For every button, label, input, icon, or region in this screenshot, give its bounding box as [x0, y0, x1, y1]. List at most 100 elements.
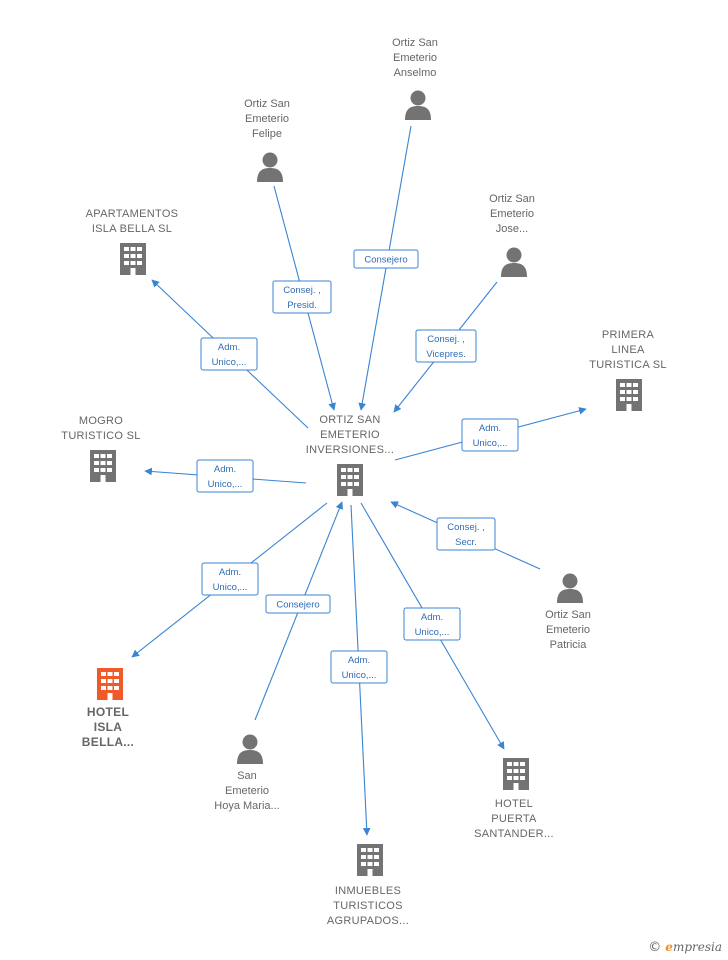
- edge-label-box[interactable]: [353, 249, 419, 269]
- edge-center-primera: Adm.Unico,...: [394, 407, 587, 461]
- node-label-line[interactable]: Ortiz San: [545, 609, 591, 621]
- node-label-line[interactable]: Felipe: [252, 128, 282, 140]
- node-label-line[interactable]: PUERTA: [491, 813, 537, 825]
- node-label-line[interactable]: PRIMERA: [602, 329, 655, 341]
- edge-label-box[interactable]: [272, 280, 332, 314]
- edge-label-text: Consej. ,: [283, 285, 321, 296]
- node-jose[interactable]: Ortiz SanEmeterioJose...: [489, 193, 535, 277]
- building-icon[interactable]: [357, 844, 383, 876]
- building-icon[interactable]: [503, 758, 529, 790]
- node-label-line[interactable]: ORTIZ SAN: [319, 414, 380, 426]
- edge-jose-center: Consej. ,Vicepres.: [393, 281, 498, 413]
- edge-label-text: Unico,...: [213, 582, 248, 593]
- building-icon[interactable]: [97, 668, 123, 700]
- node-label-line[interactable]: Anselmo: [394, 67, 437, 79]
- edge-center-hotelisla: Adm. Unico,...: [131, 502, 328, 658]
- node-hotelpuerta[interactable]: HOTEL PUERTA SANTANDER...: [474, 758, 554, 840]
- node-label-line[interactable]: HOTEL: [495, 798, 533, 810]
- node-label-line[interactable]: Hoya Maria...: [214, 800, 279, 812]
- edge-label-text: Adm.: [214, 464, 236, 475]
- node-label-line[interactable]: Emeterio: [225, 785, 269, 797]
- edge-label-text: Secr.: [455, 537, 477, 548]
- edge-label-box[interactable]: [415, 329, 477, 363]
- brand-first-letter: e: [665, 940, 673, 954]
- edge-label-text: Consejero: [364, 255, 407, 266]
- edge-label-text: Unico,...: [415, 627, 450, 638]
- node-label-line[interactable]: Jose...: [496, 223, 528, 235]
- node-label-line[interactable]: LINEA: [611, 344, 645, 356]
- edge-label-box[interactable]: [200, 337, 258, 371]
- node-label-line[interactable]: ISLA: [94, 720, 123, 734]
- edge-label-box[interactable]: [265, 594, 331, 614]
- edge-patricia-center: Consej. , Secr.: [390, 501, 541, 570]
- edge-label-text: Presid.: [287, 300, 317, 311]
- node-label-line[interactable]: Ortiz San: [392, 37, 438, 49]
- person-icon[interactable]: [257, 152, 283, 183]
- node-label-line[interactable]: ISLA BELLA SL: [92, 223, 172, 235]
- building-icon[interactable]: [337, 464, 363, 496]
- node-label-line[interactable]: INMUEBLES: [335, 885, 401, 897]
- node-label-line[interactable]: Patricia: [550, 639, 588, 651]
- node-label-line[interactable]: Ortiz San: [489, 193, 535, 205]
- person-icon[interactable]: [557, 573, 583, 604]
- edge-label-text: Unico,...: [208, 479, 243, 490]
- building-icon[interactable]: [90, 450, 116, 482]
- node-label-line[interactable]: TURISTICA SL: [589, 359, 667, 371]
- edge-anselmo-center: Consejero: [353, 125, 419, 411]
- node-mogro[interactable]: MOGRO TURISTICO SL: [61, 415, 140, 482]
- edge-center-inmuebles: Adm.Unico,...: [330, 504, 388, 836]
- person-icon[interactable]: [237, 734, 263, 765]
- node-label-line[interactable]: TURISTICOS: [333, 900, 403, 912]
- node-label-line[interactable]: SANTANDER...: [474, 828, 554, 840]
- node-label-line[interactable]: EMETERIO: [320, 429, 380, 441]
- node-label-line[interactable]: AGRUPADOS...: [327, 915, 409, 927]
- building-icon[interactable]: [616, 379, 642, 411]
- node-label-line[interactable]: APARTAMENTOS: [86, 208, 179, 220]
- node-label-line[interactable]: Ortiz San: [244, 98, 290, 110]
- node-label-line[interactable]: HOTEL: [87, 705, 129, 719]
- node-label-line[interactable]: INVERSIONES...: [306, 444, 395, 456]
- copyright-symbol: ©: [648, 940, 662, 955]
- edge-label-box[interactable]: [201, 562, 259, 596]
- building-icon[interactable]: [120, 243, 146, 275]
- node-label-line[interactable]: MOGRO: [79, 415, 123, 427]
- edge-center-mogro: Adm. Unico,...: [144, 459, 307, 493]
- edge-label-text: Consejero: [276, 600, 319, 611]
- edge-center-hotelpuerta: Adm. Unico,...: [360, 502, 505, 750]
- edge-label-text: Consej. ,: [447, 522, 485, 533]
- edge-label-text: Adm.: [219, 567, 241, 578]
- edge-label-box[interactable]: [436, 517, 496, 551]
- edge-center-apartamentos: Adm.Unico,...: [151, 279, 309, 429]
- edge-label-text: Unico,...: [342, 670, 377, 681]
- node-label-line[interactable]: San: [237, 770, 257, 782]
- node-label-line[interactable]: TURISTICO SL: [61, 430, 140, 442]
- node-hotelisla[interactable]: HOTELISLABELLA...: [82, 668, 134, 749]
- person-icon[interactable]: [405, 90, 431, 121]
- node-label-line[interactable]: BELLA...: [82, 735, 134, 749]
- node-apartamentos[interactable]: APARTAMENTOS ISLA BELLA SL: [86, 208, 179, 275]
- edge-label-box[interactable]: [330, 650, 388, 684]
- node-label-line[interactable]: Emeterio: [546, 624, 590, 636]
- edge-label-box[interactable]: [403, 607, 461, 641]
- node-inmuebles[interactable]: INMUEBLES TURISTICOS AGRUPADOS...: [327, 844, 409, 927]
- node-center[interactable]: ORTIZ SAN EMETERIO INVERSIONES...: [306, 414, 395, 496]
- edge-hoya-center: Consejero: [254, 501, 344, 721]
- edge-label-text: Vicepres.: [426, 349, 465, 360]
- brand-rest: mpresia: [672, 940, 722, 954]
- person-icon[interactable]: [501, 247, 527, 278]
- node-label-line[interactable]: Emeterio: [393, 52, 437, 64]
- brand-logo: ©empresia: [648, 940, 722, 955]
- edge-label-box[interactable]: [196, 459, 254, 493]
- edge-label-box[interactable]: [461, 418, 519, 452]
- node-label-line[interactable]: Emeterio: [245, 113, 289, 125]
- edge-label-text: Adm.: [421, 612, 443, 623]
- node-primera[interactable]: PRIMERA LINEA TURISTICA SL: [589, 329, 667, 411]
- node-label-line[interactable]: Emeterio: [490, 208, 534, 220]
- edge-label-text: Unico,...: [473, 438, 508, 449]
